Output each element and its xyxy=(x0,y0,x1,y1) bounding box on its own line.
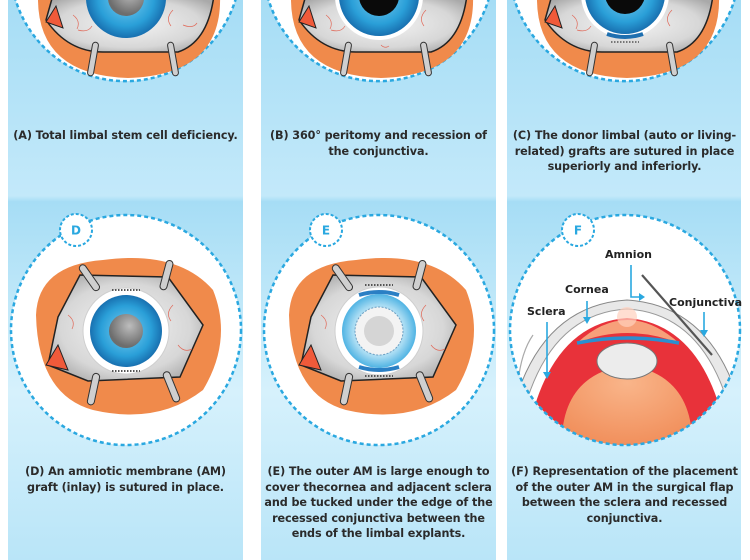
label-conjunctiva: Conjunctiva xyxy=(669,296,742,309)
retractor-clips xyxy=(586,41,678,77)
caption-a: (A) Total limbal stem cell deficiency. xyxy=(13,129,238,142)
panel-b-illustration xyxy=(267,0,490,83)
retractor-clips xyxy=(331,260,434,406)
letter-badge-d xyxy=(59,213,93,247)
iris-shape xyxy=(585,0,665,34)
retractor-clips xyxy=(78,260,181,406)
letter-badge-f xyxy=(561,213,595,247)
panel-letter-d: D xyxy=(71,224,81,238)
panel-letter-f: F xyxy=(574,224,582,238)
eye-illustration-e xyxy=(289,258,474,415)
caption-b: (B) 360° peritomy and recession of the c… xyxy=(270,129,487,158)
pupil-shape xyxy=(108,0,144,16)
caption-c: (C) The donor limbal (auto or living-rel… xyxy=(512,129,737,173)
caption-f: (F) Representation of the placement of t… xyxy=(511,465,738,525)
forceps-instrument xyxy=(641,274,713,356)
panel-letter-e: E xyxy=(322,224,330,238)
caption-e: (E) The outer AM is large enough to cove… xyxy=(264,465,493,540)
retractor-clips xyxy=(340,41,432,77)
pupil-shape xyxy=(364,316,394,346)
letter-badge-e xyxy=(309,213,343,247)
label-amnion: Amnion xyxy=(605,248,652,261)
panel-c-illustration xyxy=(513,0,736,83)
panel-d-illustration: D xyxy=(9,213,243,447)
panel-a-illustration xyxy=(14,0,237,83)
limbal-graft-inferior xyxy=(606,32,644,39)
pupil-shape xyxy=(109,314,143,348)
eye-illustration-a xyxy=(38,0,220,78)
caption-d: (D) An amniotic membrane (AM) graft (inl… xyxy=(25,465,226,494)
eye-cross-section xyxy=(516,299,738,445)
label-cornea: Cornea xyxy=(565,283,609,296)
iris-shape xyxy=(86,0,166,38)
pupil-shape xyxy=(605,0,645,14)
panel-f-illustration: F Amnion Cornea Sclera Conjunctiva xyxy=(508,213,742,447)
iris-shape xyxy=(339,0,419,36)
retractor-clips xyxy=(87,41,179,77)
panel-e-illustration: E xyxy=(262,213,496,447)
pupil-shape xyxy=(359,0,399,16)
eye-illustration-b xyxy=(291,0,473,78)
eye-illustration-c xyxy=(537,0,719,78)
eye-illustration-d xyxy=(36,258,221,415)
label-sclera: Sclera xyxy=(527,305,566,318)
